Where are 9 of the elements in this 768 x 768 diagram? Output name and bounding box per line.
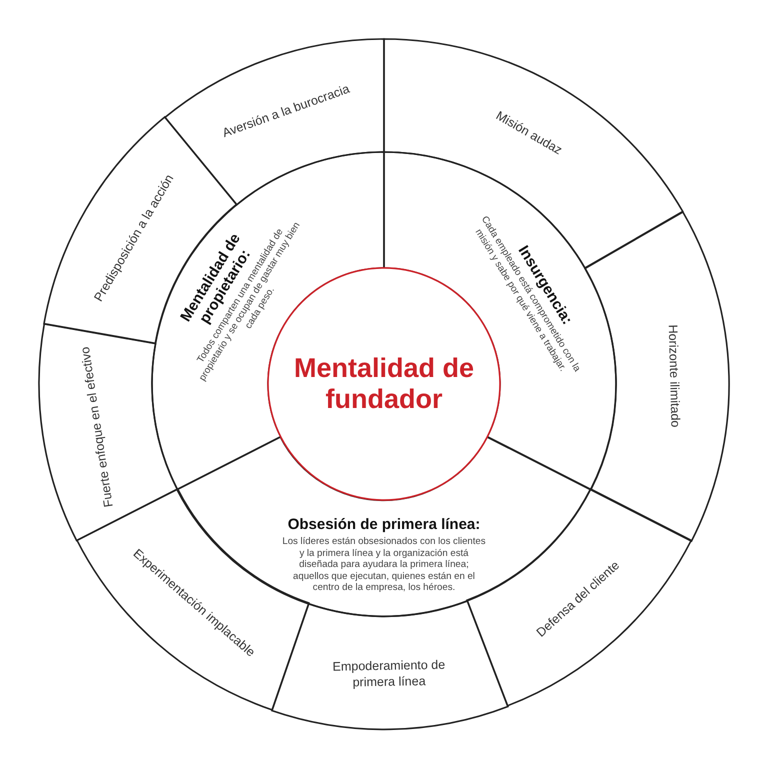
segment-label: Fuerte enfoque en el efectivo bbox=[77, 344, 117, 510]
segment-heading: Obsesión de primera línea: bbox=[286, 516, 482, 534]
ring-segment bbox=[584, 210, 730, 542]
segment-label: Empoderamiento de primera línea bbox=[332, 656, 446, 692]
segment-description: Los líderes están obsesionados con los clientes y la primera línea y la organización está diseñada para ayudara la primera línea; aquellos que ejecutan, quienes están en el centro de la empresa, los héroes. bbox=[281, 536, 486, 594]
segment-label: Horizonte ilimitado bbox=[664, 324, 684, 430]
ring-segment bbox=[38, 323, 178, 542]
ring-segment bbox=[270, 600, 509, 730]
center-title: Mentalidad de fundador bbox=[292, 352, 476, 416]
